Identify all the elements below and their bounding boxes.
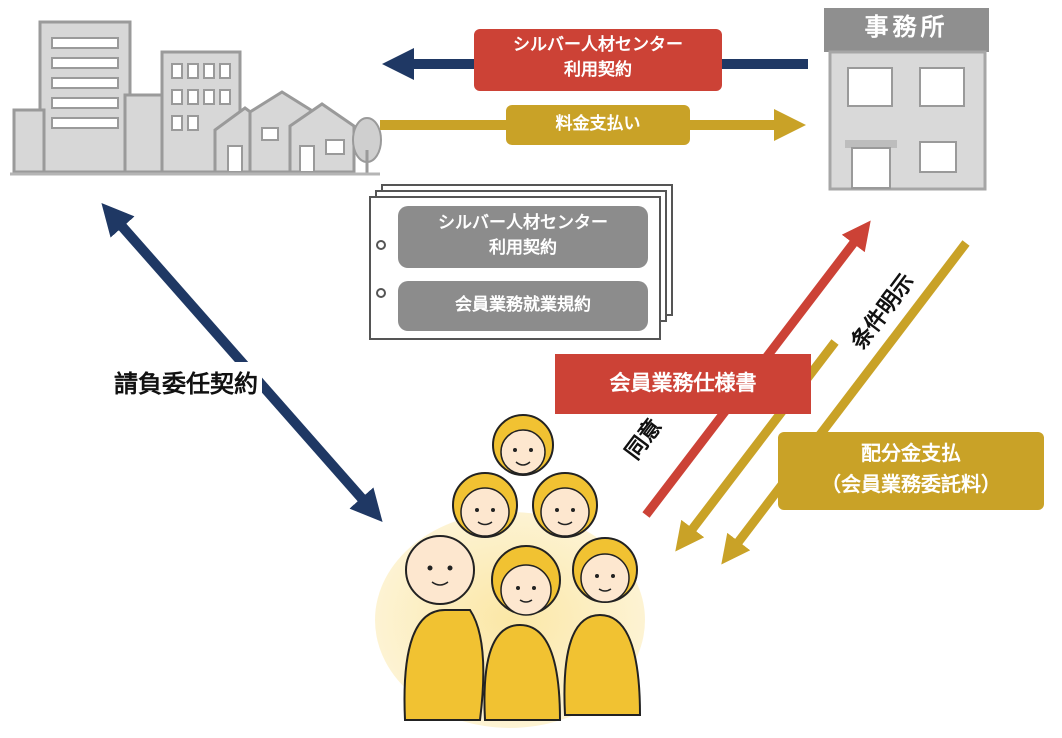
payment-label: 料金支払い — [555, 114, 641, 134]
document-usage-contract: シルバー人材センター 利用契約 — [398, 206, 648, 268]
contract-label-box: シルバー人材センター 利用契約 — [474, 29, 722, 91]
document-usage-contract-line1: シルバー人材センター — [438, 213, 608, 233]
office-building-icon — [824, 8, 989, 191]
spec-label-box: 会員業務仕様書 — [555, 354, 811, 414]
distribution-label-box: 配分金支払 （会員業務委託料） — [778, 432, 1044, 510]
distribution-label-line1: 配分金支払 — [861, 441, 961, 465]
distribution-arrow — [721, 240, 970, 565]
office-sign: 事務所 — [864, 13, 949, 41]
members-group-icon — [375, 414, 645, 728]
contract-label-line1: シルバー人材センター — [513, 35, 683, 55]
document-work-rules-label: 会員業務就業規約 — [455, 295, 591, 315]
contract-label-line2: 利用契約 — [564, 60, 632, 80]
outsourcing-contract-label: 請負委任契約 — [110, 362, 262, 401]
distribution-label-line2: （会員業務委託料） — [821, 472, 1001, 496]
document-usage-contract-line2: 利用契約 — [489, 238, 557, 258]
spec-label: 会員業務仕様書 — [609, 371, 757, 395]
document-work-rules: 会員業務就業規約 — [398, 281, 648, 331]
payment-label-box: 料金支払い — [506, 105, 690, 145]
town-buildings-icon — [10, 20, 382, 176]
